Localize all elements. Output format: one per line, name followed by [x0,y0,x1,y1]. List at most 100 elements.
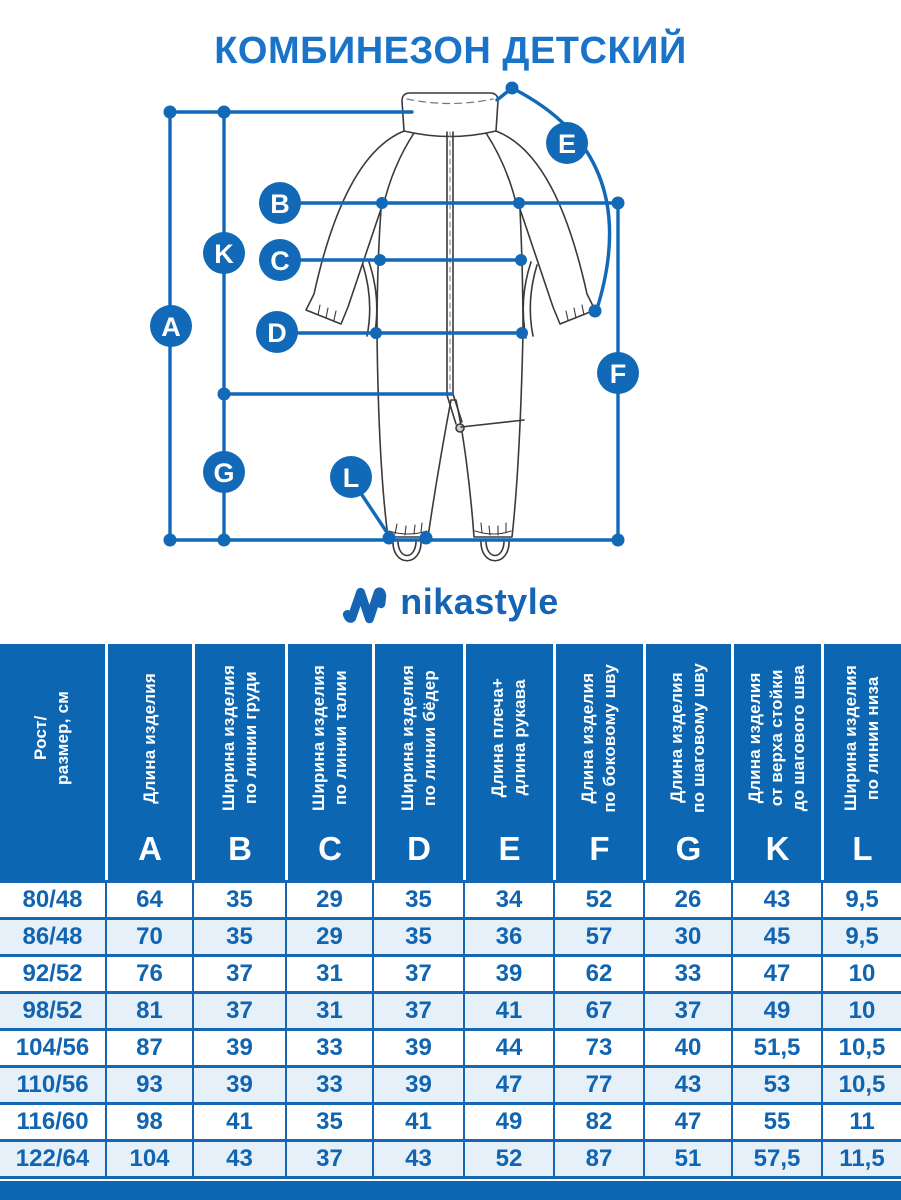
value-cell: 41 [372,1102,463,1139]
size-cell: 110/56 [0,1065,105,1102]
value-cell: 11 [821,1102,901,1139]
marker-c: C [259,239,301,281]
size-cell: 98/52 [0,991,105,1028]
value-cell: 37 [643,991,731,1028]
marker-a: A [150,305,192,347]
value-cell: 49 [731,991,821,1028]
marker-l: L [330,456,372,498]
value-cell: 77 [553,1065,643,1102]
measurement-dots [163,81,625,547]
column-label: Длина плеча+ длина рукава [488,678,530,798]
value-cell: 52 [553,880,643,917]
value-cell: 33 [285,1065,372,1102]
value-cell: 53 [731,1065,821,1102]
column-label: Рост/ размер, см [31,691,73,785]
value-cell: 35 [285,1102,372,1139]
value-cell: 104 [105,1139,192,1179]
value-cell: 93 [105,1065,192,1102]
size-cell: 104/56 [0,1028,105,1065]
value-cell: 47 [463,1065,553,1102]
value-cell: 43 [192,1139,285,1179]
value-cell: 57 [553,917,643,954]
value-cell: 43 [643,1065,731,1102]
brand-logo-text: nikastyle [400,581,559,622]
value-cell: 10 [821,954,901,991]
value-cell: 67 [553,991,643,1028]
value-cell: 31 [285,954,372,991]
marker-k: K [203,232,245,274]
value-cell: 82 [553,1102,643,1139]
value-cell: 37 [192,991,285,1028]
value-cell: 47 [731,954,821,991]
value-cell: 43 [372,1139,463,1179]
svg-text:A: A [161,312,181,342]
value-cell: 29 [285,917,372,954]
svg-text:F: F [610,359,627,389]
value-cell: 98 [105,1102,192,1139]
column-label: Длина изделия по шаговому шву [667,663,709,813]
column-letter: L [852,830,873,867]
marker-f: F [597,352,639,394]
value-cell: 45 [731,917,821,954]
value-cell: 10,5 [821,1065,901,1102]
column-label: Длина изделия [139,672,159,804]
value-cell: 39 [372,1028,463,1065]
column-letter: G [675,830,702,867]
measurement-markers: A B C D E F G K L [150,122,639,498]
value-cell: 39 [192,1028,285,1065]
value-cell: 81 [105,991,192,1028]
value-cell: 37 [372,954,463,991]
brand-logo: nikastyle [0,580,901,624]
size-cell: 92/52 [0,954,105,991]
value-cell: 39 [463,954,553,991]
col-header-k: Длина изделия от верха стойки до шаговог… [731,644,821,880]
value-cell: 29 [285,880,372,917]
value-cell: 35 [372,917,463,954]
value-cell: 34 [463,880,553,917]
column-label: Ширина изделия по линии бёдер [397,665,439,811]
svg-text:L: L [343,463,360,493]
value-cell: 10 [821,991,901,1028]
column-letter: D [407,830,431,867]
nikastyle-logo-icon [343,587,387,624]
svg-text:E: E [558,129,576,159]
value-cell: 31 [285,991,372,1028]
column-letter: E [498,830,521,867]
value-cell: 33 [643,954,731,991]
value-cell: 76 [105,954,192,991]
svg-text:B: B [270,189,290,219]
svg-text:C: C [270,246,290,276]
value-cell: 41 [463,991,553,1028]
footer-bar [0,1181,901,1200]
size-cell: 116/60 [0,1102,105,1139]
value-cell: 64 [105,880,192,917]
value-cell: 57,5 [731,1139,821,1179]
column-label: Ширина изделия по линии груди [218,665,260,811]
value-cell: 73 [553,1028,643,1065]
page-title: КОМБИНЕЗОН ДЕТСКИЙ [214,30,687,72]
value-cell: 9,5 [821,917,901,954]
value-cell: 41 [192,1102,285,1139]
size-cell: 80/48 [0,880,105,917]
value-cell: 52 [463,1139,553,1179]
value-cell: 39 [192,1065,285,1102]
value-cell: 37 [372,991,463,1028]
value-cell: 33 [285,1028,372,1065]
svg-text:K: K [214,239,234,269]
value-cell: 35 [372,880,463,917]
marker-b: B [259,182,301,224]
value-cell: 70 [105,917,192,954]
column-label: Длина изделия по боковому шву [578,663,620,813]
column-label: Длина изделия от верха стойки до шаговог… [745,664,809,812]
column-letter: C [318,830,342,867]
